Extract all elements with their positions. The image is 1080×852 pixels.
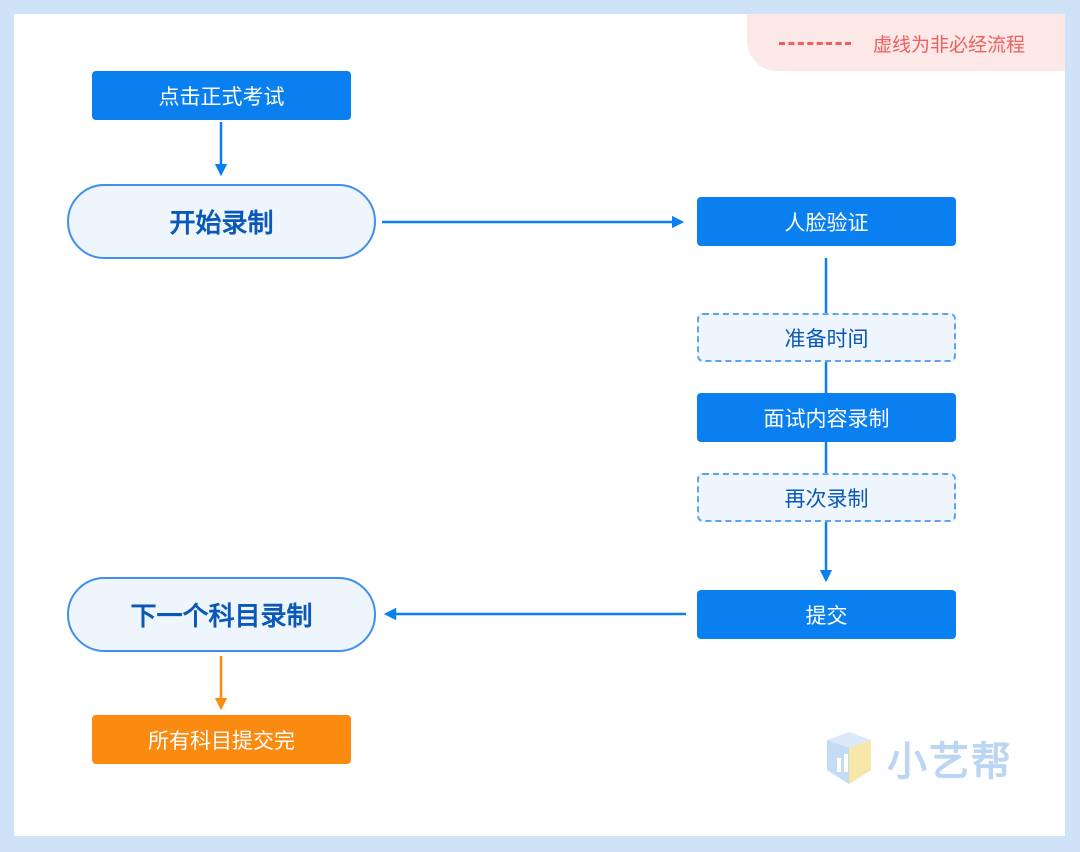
brand-name: 小艺帮	[887, 739, 1013, 785]
brand-logo-icon	[827, 732, 871, 784]
legend-dashed-line-sample	[779, 42, 851, 45]
brand-watermark: 小艺帮	[823, 726, 1033, 790]
node-next-subject: 下一个科目录制	[67, 577, 376, 652]
node-start-exam: 点击正式考试	[92, 71, 351, 120]
legend-label: 虚线为非必经流程	[873, 34, 1026, 56]
node-re-record: 再次录制	[697, 473, 956, 522]
node-face-verify: 人脸验证	[697, 197, 956, 246]
node-submit: 提交	[697, 590, 956, 639]
legend: 虚线为非必经流程	[747, 14, 1065, 71]
node-prep-time: 准备时间	[697, 313, 956, 362]
node-start-recording: 开始录制	[67, 184, 376, 259]
node-all-submitted: 所有科目提交完	[92, 715, 351, 764]
node-interview-recording: 面试内容录制	[697, 393, 956, 442]
